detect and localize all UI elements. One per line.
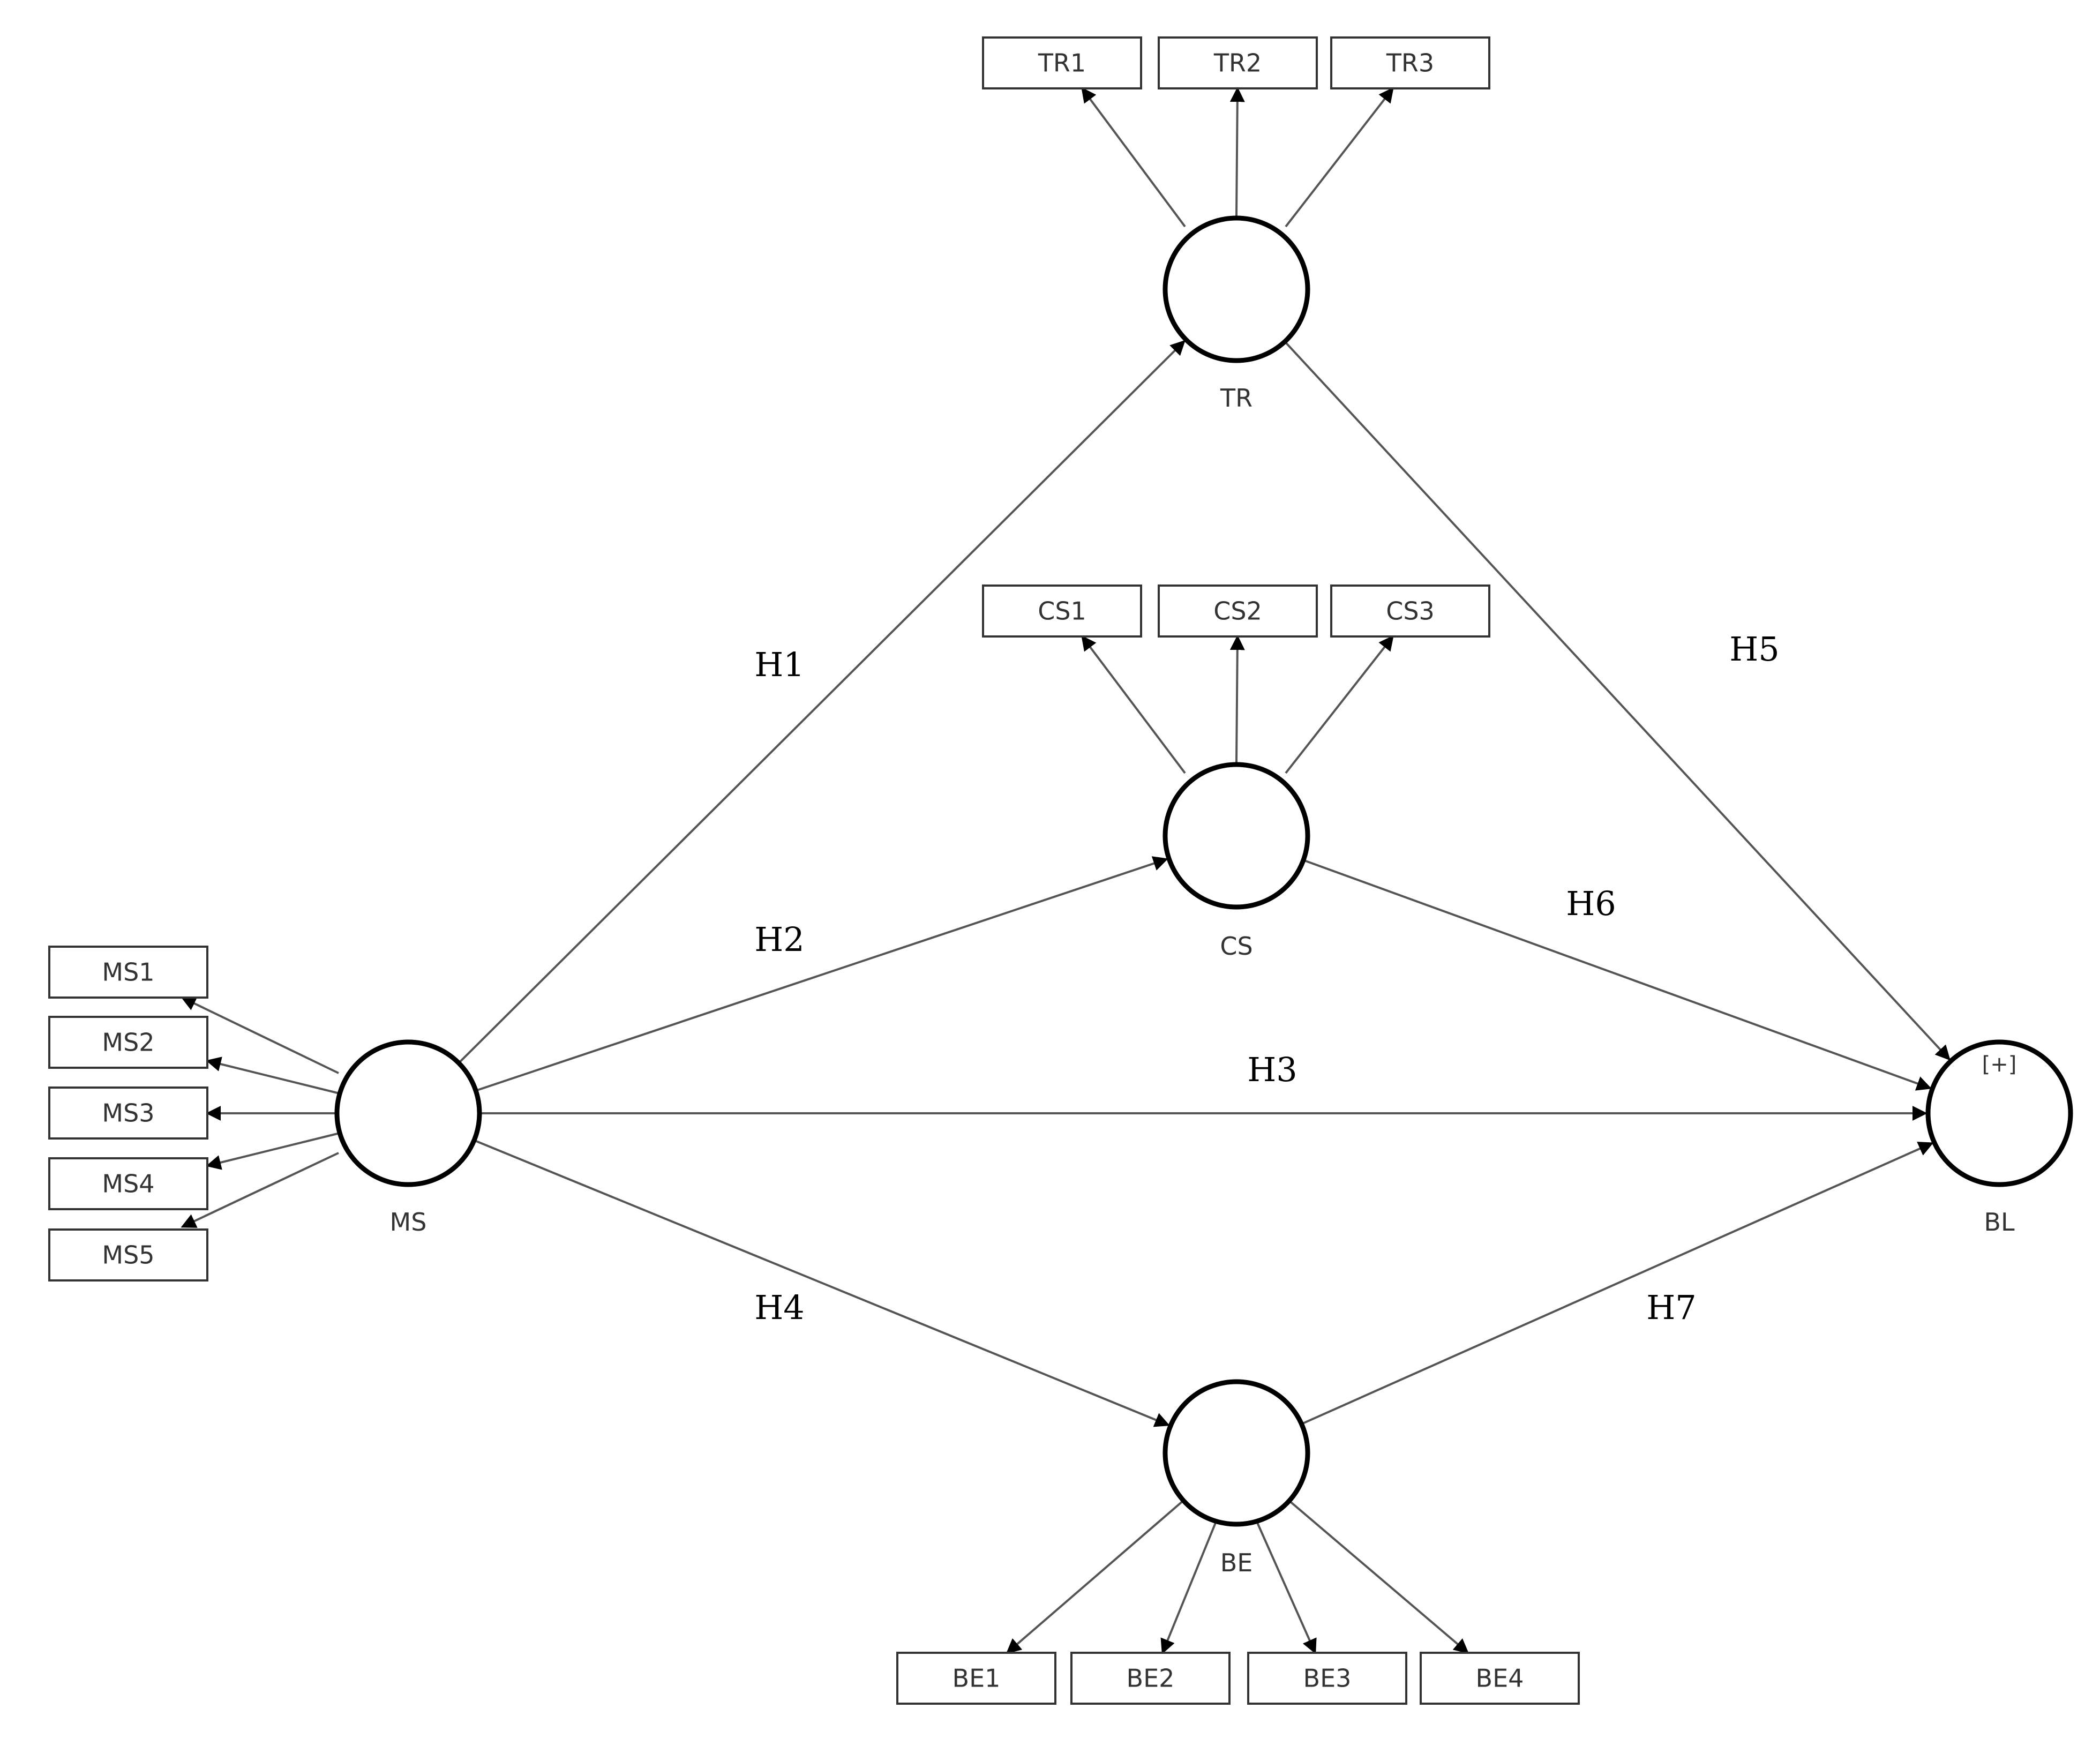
loading-arrow-ms4 <box>206 1133 338 1170</box>
hypothesis-label-h2: H2 <box>754 920 805 959</box>
indicator-label: TR1 <box>1038 49 1086 78</box>
indicator-be2[interactable]: BE2 <box>1070 1652 1231 1705</box>
indicator-tr3[interactable]: TR3 <box>1330 36 1490 89</box>
loading-arrow-ms5 <box>181 1152 339 1228</box>
path-arrow-h1 <box>458 340 1186 1064</box>
indicator-label: MS4 <box>102 1170 154 1198</box>
loading-arrow-ms1 <box>181 996 339 1074</box>
indicator-label: BE3 <box>1303 1664 1352 1693</box>
indicator-label: TR3 <box>1386 49 1434 78</box>
indicator-label: CS3 <box>1386 597 1435 626</box>
loading-arrow-ms2 <box>206 1056 338 1094</box>
indicator-box <box>1247 1652 1407 1705</box>
indicator-box <box>48 946 208 999</box>
indicator-label: MS1 <box>102 958 154 987</box>
construct-bl[interactable]: BL [+] <box>1925 1039 2073 1237</box>
indicator-box <box>1158 36 1318 89</box>
construct-circle <box>1162 1379 1310 1527</box>
construct-label: MS <box>390 1208 427 1237</box>
indicator-box <box>48 1086 208 1140</box>
indicator-label: CS1 <box>1038 597 1086 626</box>
path-arrow-h5 <box>1284 341 1951 1061</box>
indicator-be4[interactable]: BE4 <box>1420 1652 1580 1705</box>
indicator-be1[interactable]: BE1 <box>896 1652 1056 1705</box>
loading-arrow-tr3 <box>1285 87 1394 228</box>
path-arrow-h2 <box>475 856 1168 1092</box>
construct-label: TR <box>1220 384 1252 413</box>
constructs-layer: MS TR CS BE BL [+] <box>334 215 2073 1577</box>
loading-arrow-be1 <box>1006 1499 1185 1654</box>
loading-arrow-be4 <box>1287 1499 1469 1654</box>
indicator-box <box>48 1016 208 1069</box>
loading-arrow-tr2 <box>1229 87 1245 216</box>
path-arrow-h7 <box>1301 1142 1934 1425</box>
indicator-label: MS3 <box>102 1099 154 1128</box>
indicator-ms1[interactable]: MS1 <box>48 946 208 999</box>
indicator-label: MS2 <box>102 1028 154 1057</box>
construct-label: BL <box>1984 1208 2015 1237</box>
indicator-tr2[interactable]: TR2 <box>1158 36 1318 89</box>
construct-circle <box>1162 762 1310 910</box>
loading-arrow-cs2 <box>1229 635 1245 763</box>
indicator-box <box>48 1228 208 1282</box>
hypothesis-label-h5: H5 <box>1729 630 1780 669</box>
hypothesis-label-h1: H1 <box>754 645 805 684</box>
indicator-ms2[interactable]: MS2 <box>48 1016 208 1069</box>
construct-cs[interactable]: CS <box>1162 762 1310 961</box>
indicator-label: MS5 <box>102 1241 154 1270</box>
indicator-label: BE2 <box>1127 1664 1175 1693</box>
expand-marker[interactable]: [+] <box>1982 1052 2017 1077</box>
construct-be[interactable]: BE <box>1162 1379 1310 1577</box>
indicator-label: BE4 <box>1476 1664 1524 1693</box>
edges-layer <box>181 87 1951 1654</box>
hypothesis-label-h3: H3 <box>1247 1050 1298 1089</box>
indicator-tr1[interactable]: TR1 <box>982 36 1142 89</box>
indicator-ms5[interactable]: MS5 <box>48 1228 208 1282</box>
indicator-box <box>1330 36 1490 89</box>
construct-label: BE <box>1220 1548 1253 1577</box>
indicator-box <box>48 1157 208 1210</box>
hypothesis-label-h6: H6 <box>1566 884 1616 923</box>
indicator-ms3[interactable]: MS3 <box>48 1086 208 1140</box>
construct-label: CS <box>1220 932 1252 961</box>
loading-arrow-cs3 <box>1285 635 1394 774</box>
indicator-cs3[interactable]: CS3 <box>1330 585 1490 638</box>
indicator-box <box>982 585 1142 638</box>
construct-circle <box>334 1039 482 1187</box>
indicator-box <box>1158 585 1318 638</box>
path-arrow-h6 <box>1303 859 1932 1091</box>
indicator-box <box>982 36 1142 89</box>
indicator-label: TR2 <box>1213 49 1262 78</box>
indicator-box <box>1070 1652 1231 1705</box>
loading-arrow-be2 <box>1160 1521 1217 1654</box>
construct-circle <box>1925 1039 2073 1187</box>
indicator-be3[interactable]: BE3 <box>1247 1652 1407 1705</box>
loading-arrow-tr1 <box>1081 87 1186 228</box>
indicator-box <box>1330 585 1490 638</box>
indicator-cs2[interactable]: CS2 <box>1158 585 1318 638</box>
indicator-cs1[interactable]: CS1 <box>982 585 1142 638</box>
path-arrow-h4 <box>474 1139 1170 1427</box>
indicator-label: BE1 <box>952 1664 1001 1693</box>
indicator-box <box>1420 1652 1580 1705</box>
construct-tr[interactable]: TR <box>1162 215 1310 413</box>
loading-arrow-be3 <box>1256 1521 1317 1654</box>
indicator-ms4[interactable]: MS4 <box>48 1157 208 1210</box>
loading-arrow-cs1 <box>1081 635 1186 774</box>
construct-circle <box>1162 215 1310 363</box>
indicator-label: CS2 <box>1213 597 1262 626</box>
hypothesis-label-h4: H4 <box>754 1288 805 1327</box>
hypothesis-label-h7: H7 <box>1646 1288 1697 1327</box>
indicator-box <box>896 1652 1056 1705</box>
construct-ms[interactable]: MS <box>334 1039 482 1237</box>
